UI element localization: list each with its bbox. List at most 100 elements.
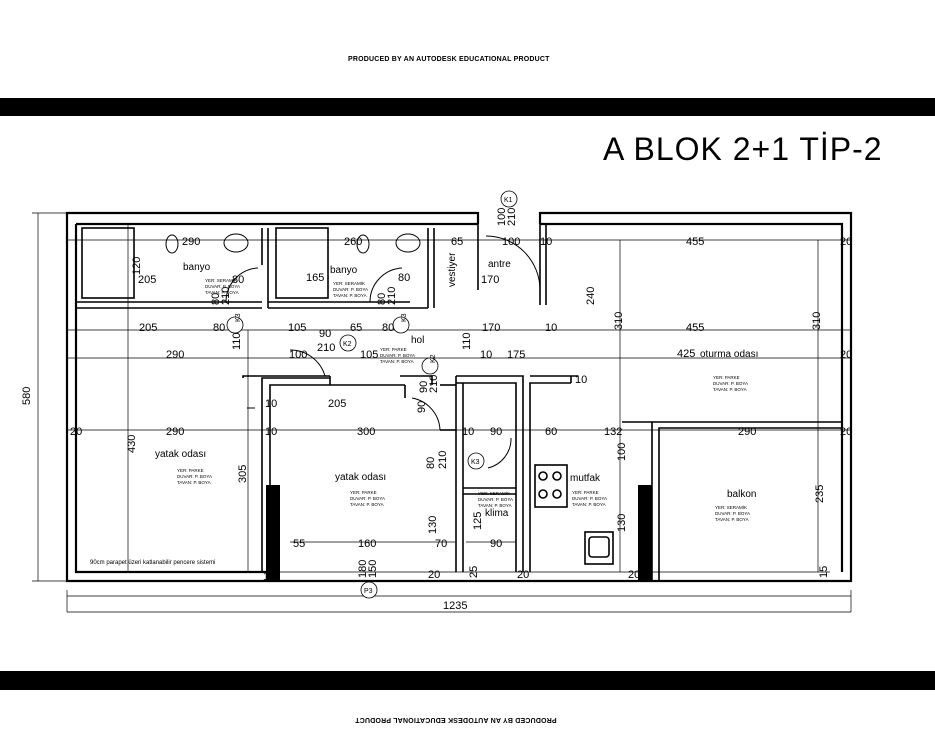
room-label-banyo-1: banyo xyxy=(183,262,211,273)
door-swing-bedroom1 xyxy=(289,349,326,377)
dim-label: 20 xyxy=(840,236,852,248)
dim-label: 425 xyxy=(677,348,695,360)
dim-label: 20 xyxy=(840,426,852,438)
room-label-yatak-odasi-1: yatak odası xyxy=(155,449,206,460)
sink xyxy=(584,531,614,565)
room-label-antre: antre xyxy=(488,259,511,270)
svg-text:DUVAR: P. BOYA: DUVAR: P. BOYA xyxy=(205,284,240,289)
dim-label: 290 xyxy=(166,349,184,361)
toilet-1 xyxy=(165,234,179,254)
dim-label: 80 xyxy=(376,293,388,305)
svg-text:TAVAN: P. BOYA: TAVAN: P. BOYA xyxy=(177,480,211,485)
dim-label: 90 xyxy=(418,381,430,393)
svg-text:YER: SERAMİK: YER: SERAMİK xyxy=(205,277,237,283)
door-swing-bath2 xyxy=(369,267,403,303)
dim-label: 80 xyxy=(213,322,225,334)
finish-note-banyo-1: YER: SERAMİK DUVAR: P. BOYA TAVAN: P. BO… xyxy=(205,277,240,295)
svg-text:K2: K2 xyxy=(343,341,352,348)
svg-text:DUVAR: P. BOYA: DUVAR: P. BOYA xyxy=(333,287,368,292)
svg-text:YER: PARKE: YER: PARKE xyxy=(713,375,740,380)
dim-overall-height: 580 xyxy=(21,387,33,405)
dim-label: 430 xyxy=(126,435,138,453)
finish-note-yatak-1: YER: PARKE DUVAR: P. BOYA TAVAN: P. BOYA xyxy=(177,468,212,485)
parapet-note: 90cm parapet üzeri katlanabilir pencere … xyxy=(90,560,215,566)
dim-label: 105 xyxy=(288,322,306,334)
dim-label: 20 xyxy=(840,349,852,361)
room-label-balkon: balkon xyxy=(727,489,756,500)
shower-1 xyxy=(81,227,135,299)
dim-label: 65 xyxy=(350,322,362,334)
dim-label: 205 xyxy=(138,274,156,286)
inner-wall-north-east xyxy=(540,222,844,572)
dim-label: 210 xyxy=(220,287,232,305)
dim-label: 105 xyxy=(360,349,378,361)
tag-k1: K1 xyxy=(500,190,518,208)
dim-label: 310 xyxy=(811,312,823,330)
dim-label: 290 xyxy=(182,236,200,248)
dim-label: 25 xyxy=(468,566,480,578)
svg-text:TAVAN: P. BOYA: TAVAN: P. BOYA xyxy=(333,293,367,298)
dim-label: 100 xyxy=(496,208,508,226)
svg-text:TAVAN: P. BOYA: TAVAN: P. BOYA xyxy=(478,503,512,508)
svg-text:YER: PARKE: YER: PARKE xyxy=(572,490,599,495)
tag-k2-vertical: K2 xyxy=(421,354,439,375)
dim-label: 160 xyxy=(358,538,376,550)
dim-label: 90 xyxy=(490,426,502,438)
dim-label: 170 xyxy=(482,322,500,334)
dim-label: 20 xyxy=(428,569,440,581)
svg-text:TAVAN: P. BOYA: TAVAN: P. BOYA xyxy=(205,290,239,295)
svg-text:YER: PARKE: YER: PARKE xyxy=(380,347,407,352)
dim-label: 10 xyxy=(265,426,277,438)
interior-walls xyxy=(76,224,842,581)
finish-note-banyo-2: YER: SERAMİK DUVAR: P. BOYA TAVAN: P. BO… xyxy=(333,280,368,298)
svg-text:YER: PARKE: YER: PARKE xyxy=(350,490,377,495)
room-label-klima: klima xyxy=(485,508,509,519)
svg-text:DUVAR: P. BOYA: DUVAR: P. BOYA xyxy=(713,381,748,386)
educational-stamp-top: PRODUCED BY AN AUTODESK EDUCATIONAL PROD… xyxy=(348,56,550,63)
door-swing-klima xyxy=(487,437,512,469)
inner-wall-west xyxy=(74,224,266,574)
shower-2 xyxy=(275,227,329,299)
dim-label: 80 xyxy=(398,272,410,284)
dim-label: 10 xyxy=(265,398,277,410)
dim-label: 10 xyxy=(263,571,275,583)
dim-label: 90 xyxy=(416,401,428,413)
svg-text:DUVAR: P. BOYA: DUVAR: P. BOYA xyxy=(572,496,607,501)
svg-text:K3: K3 xyxy=(471,459,480,466)
dim-label: 205 xyxy=(328,398,346,410)
svg-text:K2: K2 xyxy=(430,354,437,363)
dim-label: 205 xyxy=(139,322,157,334)
finish-note-klima: YER: SERAMİK DUVAR: P. BOYA TAVAN: P. BO… xyxy=(478,490,513,508)
svg-text:TAVAN: P. BOYA: TAVAN: P. BOYA xyxy=(380,359,414,364)
tag-k2: K2 xyxy=(339,334,357,352)
dim-label: 10 xyxy=(545,322,557,334)
svg-text:DUVAR: P. BOYA: DUVAR: P. BOYA xyxy=(380,353,415,358)
dim-label: 300 xyxy=(357,426,375,438)
dim-label: 455 xyxy=(686,322,704,334)
dim-label: 235 xyxy=(814,485,826,503)
room-label-hol: hol xyxy=(411,335,424,346)
svg-text:TAVAN: P. BOYA: TAVAN: P. BOYA xyxy=(350,502,384,507)
svg-text:YER: PARKE: YER: PARKE xyxy=(177,468,204,473)
dim-label: 20 xyxy=(517,569,529,581)
dim-label: 305 xyxy=(237,465,249,483)
finish-note-mutfak: YER: PARKE DUVAR: P. BOYA TAVAN: P. BOYA xyxy=(572,490,607,507)
dim-label: 240 xyxy=(585,287,597,305)
dim-label: 130 xyxy=(427,516,439,534)
exterior-walls xyxy=(65,211,853,583)
dim-label: 80 xyxy=(210,293,222,305)
dim-label: 10 xyxy=(540,236,552,248)
dim-overall-width: 1235 xyxy=(443,600,467,612)
dim-label: 65 xyxy=(451,236,463,248)
dim-label: 90 xyxy=(319,328,331,340)
dim-label: 60 xyxy=(545,426,557,438)
dim-label: 210 xyxy=(437,451,449,469)
dim-label: 210 xyxy=(506,208,518,226)
svg-text:TAVAN: P. BOYA: TAVAN: P. BOYA xyxy=(713,387,747,392)
window-panel-bedroom xyxy=(266,485,280,581)
dim-label: 10 xyxy=(480,349,492,361)
dimension-lines xyxy=(32,212,852,613)
fixtures xyxy=(165,233,541,469)
dim-label: 210 xyxy=(386,287,398,305)
